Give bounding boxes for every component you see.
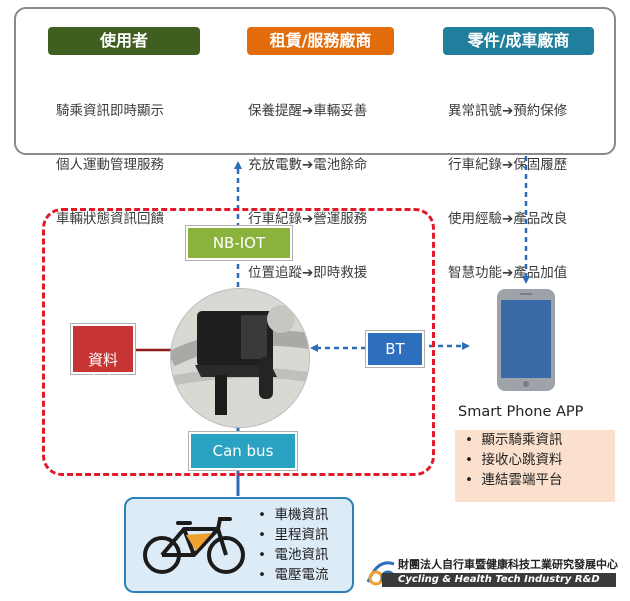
list-item: 使用經驗➔產品改良: [448, 211, 568, 227]
list-item: 異常訊號➔預約保修: [448, 103, 568, 119]
bt-label: BT: [385, 340, 405, 358]
list-item-label: 里程資訊: [274, 527, 329, 543]
bt-tag: BT: [366, 331, 424, 367]
device-photo: [170, 288, 310, 428]
organization-name-zh: 財團法人自行車暨健康科技工業研究發展中心: [398, 558, 618, 571]
list-item: 車輛狀態資訊回饋: [56, 211, 164, 227]
list-item: 保養提醒➔車輛妥善: [248, 103, 368, 119]
list-item-label: 電池資訊: [274, 547, 329, 563]
storage-tag: 資料 內存: [71, 324, 135, 390]
list-item: • 里程資訊: [258, 527, 329, 543]
list-item: 個人運動管理服務: [56, 157, 164, 173]
stakeholder-panel: 使用者 租賃/服務廠商 零件/成車廠商 騎乘資訊即時顯示 個人運動管理服務 車輛…: [14, 7, 616, 281]
list-item: • 顯示騎乘資訊: [465, 432, 563, 448]
list-item: 充放電數➔電池餘命: [248, 157, 368, 173]
list-item: • 連結雲端平台: [465, 472, 563, 488]
list-item: • 電壓電流: [258, 567, 329, 583]
category-users-header: 使用者: [48, 27, 200, 55]
canbus-label: Can bus: [212, 442, 274, 460]
list-item: 行車紀錄➔保固履歷: [448, 157, 568, 173]
list-item: 位置追蹤➔即時救援: [248, 265, 368, 281]
list-item-label: 電壓電流: [274, 567, 329, 583]
bike-info-list: • 車機資訊 • 里程資訊 • 電池資訊 • 電壓電流: [258, 505, 329, 585]
storage-label: 資料 內存: [87, 351, 118, 390]
list-item-label: 顯示騎乘資訊: [481, 432, 563, 448]
list-item: 騎乘資訊即時顯示: [56, 103, 164, 119]
phone-app-features: • 顯示騎乘資訊 • 接收心跳資料 • 連結雲端平台: [455, 430, 615, 502]
list-item: • 電池資訊: [258, 547, 329, 563]
category-parts-header: 零件/成車廠商: [443, 27, 594, 55]
bicycle-icon: [143, 517, 245, 574]
device-boundary: [42, 208, 435, 476]
list-item: • 車機資訊: [258, 507, 329, 523]
smartphone-icon: [497, 289, 555, 391]
canbus-tag: Can bus: [189, 432, 297, 470]
list-item-label: 連結雲端平台: [481, 472, 563, 488]
category-rental-header: 租賃/服務廠商: [247, 27, 394, 55]
list-item: • 接收心跳資料: [465, 452, 563, 468]
bike-computer-illustration: [171, 289, 309, 427]
category-parts-list: 異常訊號➔預約保修 行車紀錄➔保固履歷 使用經驗➔產品改良 智慧功能➔產品加值: [448, 66, 567, 318]
category-users-list: 騎乘資訊即時顯示 個人運動管理服務 車輛狀態資訊回饋: [56, 66, 164, 264]
nbiot-label: NB-IOT: [212, 234, 266, 252]
list-item-label: 車機資訊: [274, 507, 329, 523]
list-item-label: 接收心跳資料: [481, 452, 563, 468]
bike-info-box: [124, 497, 354, 593]
nbiot-tag: NB-IOT: [186, 226, 292, 260]
category-rental-list: 保養提醒➔車輛妥善 充放電數➔電池餘命 行車紀錄➔營運服務 位置追蹤➔即時救援: [248, 66, 367, 318]
list-item: 行車紀錄➔營運服務: [248, 211, 368, 227]
organization-name-en: Cycling & Health Tech Industry R&D Cente…: [382, 573, 616, 599]
phone-app-title: Smart Phone APP: [458, 404, 584, 420]
list-item: 智慧功能➔產品加值: [448, 265, 568, 281]
